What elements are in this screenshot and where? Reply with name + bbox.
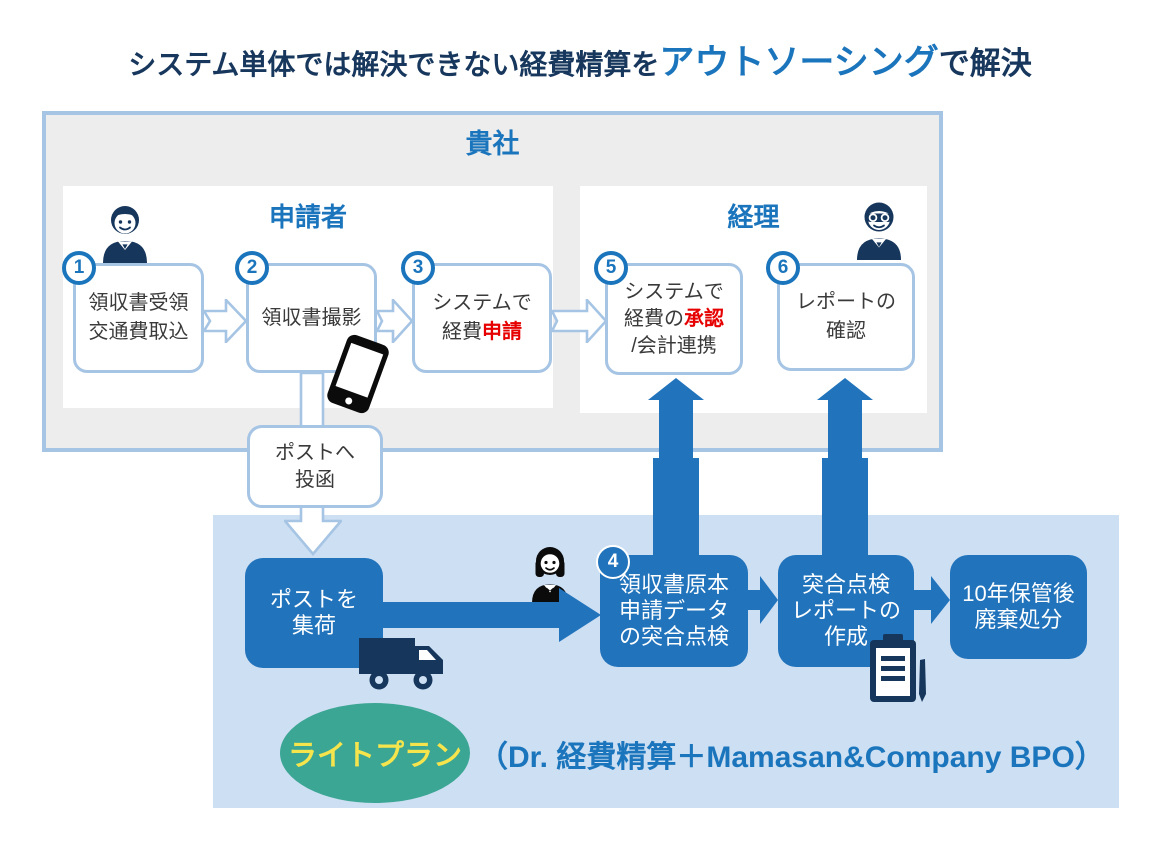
glasses-man-icon xyxy=(857,202,901,260)
step-box-3: システムで 経費申請 xyxy=(412,263,552,373)
step3-number-badge: 3 xyxy=(401,251,435,285)
step3-red-text: 申請 xyxy=(482,321,522,343)
post-dropoff-box: ポストへ 投函 xyxy=(247,425,383,508)
step1-number-badge: 1 xyxy=(62,251,96,285)
arrow-step1-to-step2 xyxy=(204,299,247,343)
step-box-5: システムで 経費の承認 /会計連携 xyxy=(605,263,743,375)
plan-badge-label: ライトプラン xyxy=(287,740,462,772)
storage-line2: 廃棄処分 xyxy=(974,607,1063,632)
report-line2: レポートの xyxy=(790,598,901,623)
step4-line3: の突合点検 xyxy=(618,624,729,649)
step5-line2: 経費の承認 xyxy=(624,307,724,330)
collect-line1: ポストを xyxy=(269,587,358,612)
company-label: 貴社 xyxy=(465,129,520,159)
page-title: システム単体では解決できない経費精算をアウトソーシングで解決 xyxy=(0,34,1160,85)
title-part2: で解決 xyxy=(938,46,1032,81)
arrow-report-to-step6 xyxy=(817,378,873,557)
step4-line2: 申請データ xyxy=(618,598,729,623)
accounting-label: 経理 xyxy=(727,202,780,232)
step6-number-badge: 6 xyxy=(766,251,800,285)
arrow-collect-to-step4 xyxy=(383,588,601,642)
arrow-report-to-storage xyxy=(914,576,950,624)
step1-line1: 領収書受領 xyxy=(88,292,189,314)
step-box-2: 領収書撮影 xyxy=(246,263,377,373)
title-accent: アウトソーシング xyxy=(659,43,939,82)
title-part1: システム単体では解決できない経費精算を xyxy=(128,49,660,80)
post-dropoff-line1: ポストへ xyxy=(275,441,355,464)
step-box-4: 領収書原本 申請データ の突合点検 xyxy=(600,555,748,667)
step1-line2: 交通費取込 xyxy=(88,321,189,343)
step5-line1: システムで xyxy=(624,280,724,303)
step3-line1: システムで xyxy=(432,292,532,314)
step5-line3: /会計連携 xyxy=(631,334,717,357)
storage-box: 10年保管後 廃棄処分 xyxy=(950,555,1087,659)
truck-icon xyxy=(359,638,443,690)
step-box-1: 領収書受領 交通費取込 xyxy=(73,263,204,373)
report-line1: 突合点検 xyxy=(801,572,890,597)
post-dropoff-line2: 投函 xyxy=(295,468,335,491)
arrow-step2-to-step3 xyxy=(377,299,413,343)
step2-number-badge: 2 xyxy=(235,251,269,285)
businessman-icon xyxy=(103,206,147,263)
plan-description: （Dr. 経費精算＋Mamasan&Company BPO） xyxy=(478,741,1105,774)
step3-line2: 経費申請 xyxy=(442,321,522,343)
step6-line1: レポートの xyxy=(796,291,896,313)
step6-line2: 確認 xyxy=(826,320,866,342)
step-box-6: レポートの 確認 xyxy=(777,263,915,371)
clipboard-icon xyxy=(870,634,926,702)
storage-line1: 10年保管後 xyxy=(962,581,1075,606)
arrow-step4-to-report xyxy=(746,576,778,624)
step5-number-badge: 5 xyxy=(594,251,628,285)
applicant-label: 申請者 xyxy=(268,202,347,232)
plan-badge: ライトプラン xyxy=(280,703,470,803)
step5-red-text: 承認 xyxy=(684,307,724,330)
arrow-step3-to-step5 xyxy=(552,299,607,343)
collect-line2: 集荷 xyxy=(291,613,336,638)
step4-number-badge: 4 xyxy=(596,545,630,579)
step2-line1: 領収書撮影 xyxy=(261,306,362,329)
report-line3: 作成 xyxy=(823,624,868,649)
arrow-step4-to-step5 xyxy=(648,378,704,557)
step4-line1: 領収書原本 xyxy=(618,572,729,597)
collect-box: ポストを 集荷 xyxy=(245,558,383,668)
